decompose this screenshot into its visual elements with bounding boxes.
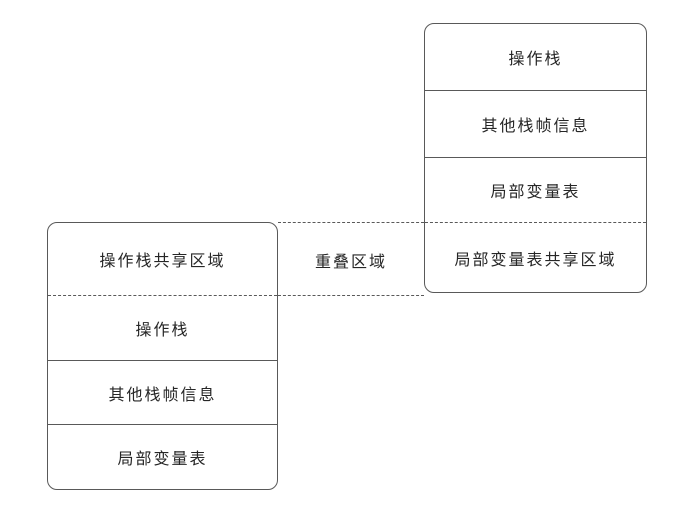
section-label: 局部变量表 (490, 184, 581, 201)
lower-stack-frame-box: 操作栈共享区域 操作栈 其他栈帧信息 局部变量表 (47, 222, 278, 490)
overlap-lower-dashed-line (278, 295, 424, 296)
section-label: 其他栈帧信息 (481, 118, 590, 135)
lower-frame-section-local-variable-table: 局部变量表 (48, 424, 277, 489)
section-label: 操作栈 (508, 51, 563, 68)
upper-frame-section-local-variable-table: 局部变量表 (425, 157, 646, 222)
lower-frame-section-operand-stack: 操作栈 (48, 295, 277, 360)
lower-frame-section-other-frame-info: 其他栈帧信息 (48, 360, 277, 424)
section-label: 局部变量表共享区域 (454, 251, 617, 269)
upper-frame-section-operand-stack: 操作栈 (425, 24, 646, 90)
section-label: 其他栈帧信息 (108, 386, 217, 404)
upper-frame-section-local-variable-shared-area: 局部变量表共享区域 (425, 222, 646, 292)
overlap-region-label: 重叠区域 (314, 254, 387, 271)
section-label: 操作栈 (135, 322, 190, 339)
section-label: 局部变量表 (117, 451, 208, 468)
upper-stack-frame-box: 操作栈 其他栈帧信息 局部变量表 局部变量表共享区域 (424, 23, 647, 293)
overlap-upper-dashed-line (278, 222, 424, 223)
section-label: 操作栈共享区域 (99, 253, 226, 270)
lower-frame-section-operand-stack-shared-area: 操作栈共享区域 (48, 223, 277, 295)
upper-frame-section-other-frame-info: 其他栈帧信息 (425, 90, 646, 157)
